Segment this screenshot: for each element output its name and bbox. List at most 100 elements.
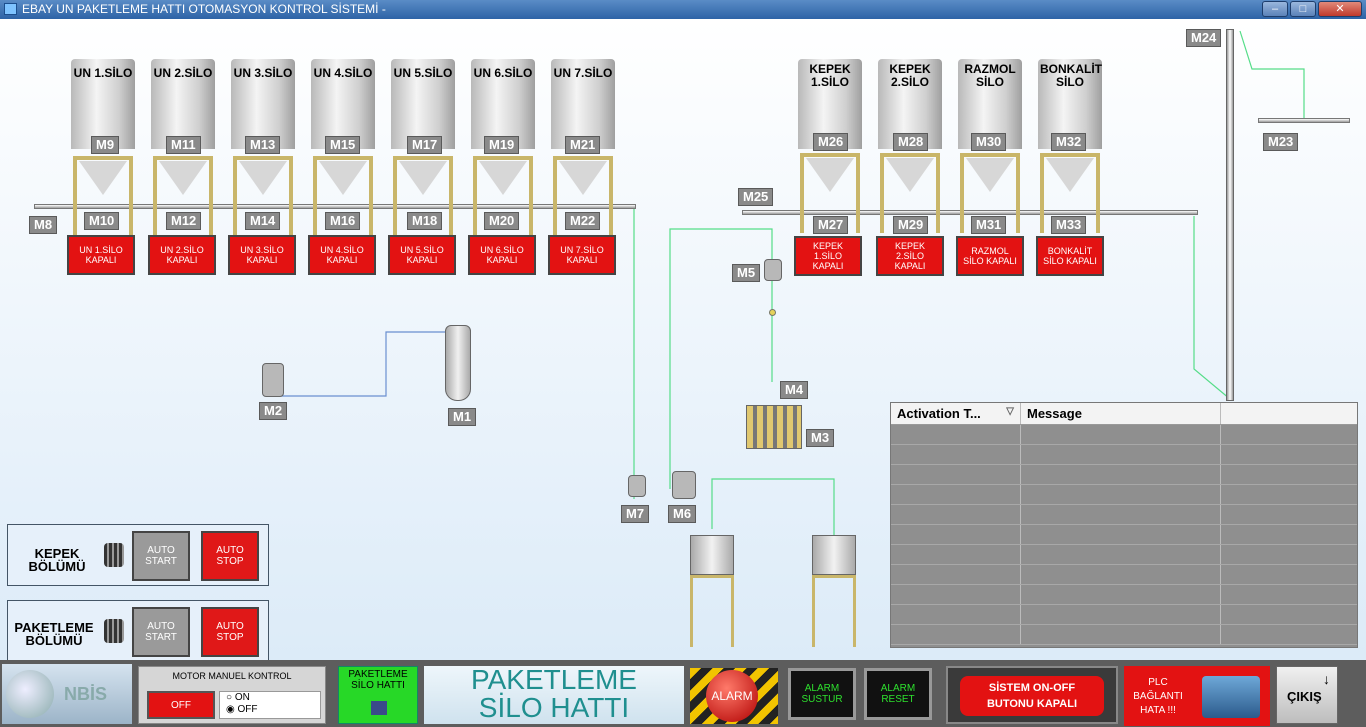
- motor-m1[interactable]: M1: [448, 408, 477, 426]
- table-row[interactable]: [891, 565, 1357, 585]
- kepek-auto-start-button[interactable]: AUTO START: [132, 531, 190, 581]
- silo-status[interactable]: KEPEK 2.SİLO KAPALI: [876, 236, 944, 276]
- silo-status[interactable]: UN 3.SİLO KAPALI: [228, 235, 296, 275]
- motor-bottom[interactable]: M10: [84, 212, 120, 230]
- motor-m24[interactable]: M24: [1186, 29, 1222, 47]
- motor-top[interactable]: M28: [893, 133, 929, 151]
- system-on-off-label: SİSTEM ON-OFF BUTONU KAPALI: [960, 676, 1104, 716]
- maximize-button[interactable]: □: [1290, 1, 1316, 17]
- silo-name: UN 1.SİLO: [73, 66, 133, 80]
- motor-m3[interactable]: M3: [806, 429, 835, 447]
- motor-bottom[interactable]: M29: [893, 216, 929, 234]
- manuel-off-button[interactable]: OFF: [147, 691, 215, 719]
- table-row[interactable]: [891, 425, 1357, 445]
- motor-top[interactable]: M13: [245, 136, 281, 154]
- silo-status[interactable]: UN 6.SİLO KAPALI: [468, 235, 536, 275]
- motor-m7[interactable]: M7: [621, 505, 650, 523]
- table-row[interactable]: [891, 445, 1357, 465]
- network-icon: [1202, 676, 1260, 718]
- alarm-sustur-label: ALARM SUSTUR: [801, 683, 843, 705]
- sifter-m5[interactable]: [764, 259, 782, 281]
- silo-hopper: [886, 158, 934, 192]
- motor-m2[interactable]: M2: [259, 402, 288, 420]
- silo-status[interactable]: UN 4.SİLO KAPALI: [308, 235, 376, 275]
- bucket-elevator: [1226, 29, 1234, 401]
- table-row[interactable]: [891, 465, 1357, 485]
- center-title-line2: SİLO HATTI: [478, 692, 630, 723]
- radio-on-label: ON: [234, 692, 250, 703]
- silo-status[interactable]: UN 7.SİLO KAPALI: [548, 235, 616, 275]
- motor-top[interactable]: M26: [813, 133, 849, 151]
- drum-icon: [104, 543, 124, 567]
- motor-m25[interactable]: M25: [738, 188, 774, 206]
- motor-bottom[interactable]: M20: [484, 212, 520, 230]
- triangle-down-icon[interactable]: ▽: [1006, 406, 1014, 417]
- motor-top[interactable]: M17: [407, 136, 443, 154]
- motor-top[interactable]: M9: [91, 136, 120, 154]
- cyclone-m1[interactable]: [445, 325, 471, 401]
- silo-status[interactable]: RAZMOL SİLO KAPALI: [956, 236, 1024, 276]
- motor-top[interactable]: M21: [565, 136, 601, 154]
- plc-error-panel[interactable]: PLC BAĞLANTI HATA !!!: [1124, 666, 1270, 726]
- radio-on[interactable]: ○ ON: [226, 692, 250, 703]
- motor-m4[interactable]: M4: [780, 381, 809, 399]
- column-header-activation[interactable]: Activation T... ▽: [891, 403, 1021, 424]
- motor-bottom[interactable]: M12: [166, 212, 202, 230]
- motor-bottom[interactable]: M16: [325, 212, 361, 230]
- motor-m8[interactable]: M8: [29, 216, 58, 234]
- motor-top[interactable]: M19: [484, 136, 520, 154]
- table-row[interactable]: [891, 605, 1357, 625]
- motor-bottom[interactable]: M33: [1051, 216, 1087, 234]
- silo-status[interactable]: UN 5.SİLO KAPALI: [388, 235, 456, 275]
- table-row[interactable]: [891, 525, 1357, 545]
- table-row[interactable]: [891, 625, 1357, 645]
- motor-top[interactable]: M15: [325, 136, 361, 154]
- column-header-message[interactable]: Message: [1021, 403, 1221, 424]
- silo-status[interactable]: KEPEK 1.SİLO KAPALI: [794, 236, 862, 276]
- motor-bottom[interactable]: M27: [813, 216, 849, 234]
- motor-m6[interactable]: M6: [668, 505, 697, 523]
- bran-conveyor: [742, 210, 1198, 215]
- table-row[interactable]: [891, 485, 1357, 505]
- alarm-sustur-button[interactable]: ALARM SUSTUR: [788, 668, 856, 720]
- silo-name: UN 7.SİLO: [553, 66, 613, 80]
- table-row[interactable]: [891, 545, 1357, 565]
- silo-status[interactable]: UN 1.SİLO KAPALI: [67, 235, 135, 275]
- silo-status[interactable]: BONKALİT SİLO KAPALI: [1036, 236, 1104, 276]
- paketleme-auto-start-button[interactable]: AUTO START: [132, 607, 190, 657]
- paketleme-silo-button[interactable]: PAKETLEME SİLO HATTI: [338, 666, 418, 724]
- motor-m5[interactable]: M5: [732, 264, 761, 282]
- silo-hopper: [159, 161, 207, 195]
- table-row[interactable]: [891, 585, 1357, 605]
- system-on-off-button[interactable]: SİSTEM ON-OFF BUTONU KAPALI: [946, 666, 1118, 724]
- blower-m6[interactable]: [672, 471, 696, 499]
- motor-bottom[interactable]: M22: [565, 212, 601, 230]
- kepek-auto-stop-button[interactable]: AUTO STOP: [201, 531, 259, 581]
- alarm-reset-button[interactable]: ALARM RESET: [864, 668, 932, 720]
- sifter-m7[interactable]: [628, 475, 646, 497]
- motor-m23[interactable]: M23: [1263, 133, 1299, 151]
- filter-m3[interactable]: [746, 405, 802, 449]
- motor-bottom[interactable]: M14: [245, 212, 281, 230]
- motor-bottom[interactable]: M31: [971, 216, 1007, 234]
- monitor-icon: [371, 701, 387, 715]
- silo-hopper: [239, 161, 287, 195]
- column-header-empty[interactable]: [1221, 403, 1357, 424]
- silo-hopper: [559, 161, 607, 195]
- motor-top[interactable]: M11: [166, 136, 201, 154]
- exit-arrow-icon: ↓: [1323, 671, 1330, 687]
- table-row[interactable]: [891, 505, 1357, 525]
- motor-top[interactable]: M32: [1051, 133, 1087, 151]
- close-button[interactable]: ✕: [1318, 1, 1362, 17]
- fan-m2[interactable]: [262, 363, 284, 397]
- paketleme-auto-stop-button[interactable]: AUTO STOP: [201, 607, 259, 657]
- radio-off[interactable]: ◉ OFF: [226, 704, 258, 715]
- alarm-table[interactable]: Activation T... ▽ Message: [890, 402, 1358, 648]
- exit-button[interactable]: ↓ ÇIKIŞ: [1276, 666, 1338, 724]
- motor-top[interactable]: M30: [971, 133, 1007, 151]
- motor-bottom[interactable]: M18: [407, 212, 443, 230]
- minimize-button[interactable]: –: [1262, 1, 1288, 17]
- alarm-indicator[interactable]: ALARM: [690, 668, 778, 724]
- app-icon: [4, 3, 17, 15]
- silo-status[interactable]: UN 2.SİLO KAPALI: [148, 235, 216, 275]
